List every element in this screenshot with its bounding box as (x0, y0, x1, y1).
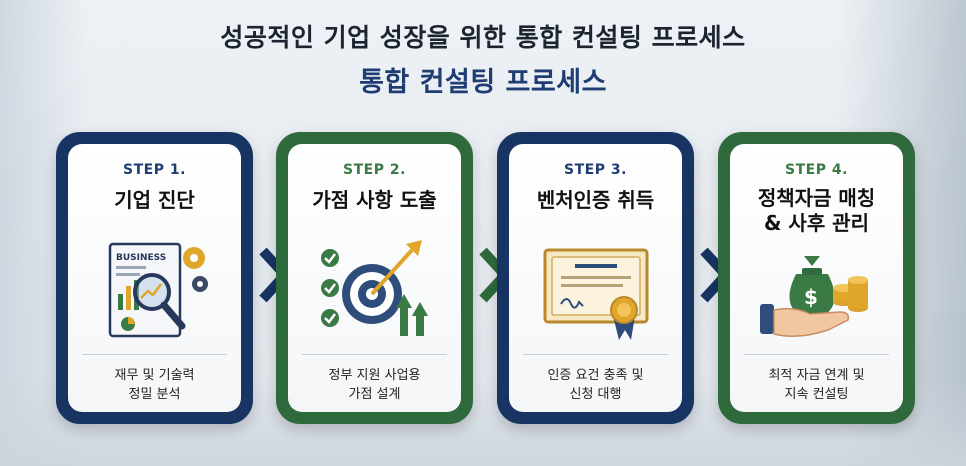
step-label: STEP 2. (343, 162, 406, 178)
step-card-2-body: STEP 2. 가점 사항 도출 정부 지원 사업용 가점 설계 (288, 144, 461, 412)
svg-text:$: $ (804, 285, 818, 309)
step-title: 기업 진단 (114, 188, 195, 212)
divider (523, 354, 668, 355)
step-description: 정부 지원 사업용 가점 설계 (328, 368, 421, 402)
step-label: STEP 3. (564, 162, 627, 178)
step-title: 가점 사항 도출 (312, 188, 437, 212)
target-growth-icon (321, 240, 428, 336)
svg-text:BUSINESS: BUSINESS (116, 253, 166, 263)
step-label: STEP 1. (123, 162, 186, 178)
step-card-3-body: STEP 3. 벤처인증 취득 인증 요건 충족 및 신청 대행 (509, 144, 682, 412)
step-description: 최적 자금 연계 및 지속 컨설팅 (768, 368, 865, 402)
header: 성공적인 기업 성장을 위한 통합 컨설팅 프로세스 통합 컨설팅 프로세스 (0, 18, 966, 99)
divider (744, 354, 889, 355)
step-label: STEP 4. (785, 162, 848, 178)
divider (82, 354, 227, 355)
step-card-2: STEP 2. 가점 사항 도출 정부 지원 사업용 가점 설계 (276, 132, 473, 424)
sub-title: 통합 컨설팅 프로세스 (359, 67, 607, 98)
money-bag-hand-icon: $ (760, 256, 868, 337)
step-card-4-body: STEP 4. 정책자금 매칭 & 사후 관리 $ 최적 자금 연계 및 지속 … (730, 144, 903, 412)
certificate-icon (543, 248, 649, 340)
step-description: 재무 및 기술력 정밀 분석 (114, 368, 195, 402)
divider (302, 354, 447, 355)
step-card-1: STEP 1. 기업 진단 BUSINESS 재무 및 기술력 정밀 분석 (56, 132, 253, 424)
step-title: 벤처인증 취득 (536, 188, 655, 212)
step-card-3: STEP 3. 벤처인증 취득 인증 요건 충족 및 신청 대행 (497, 132, 694, 424)
business-analysis-icon: BUSINESS (108, 242, 208, 338)
main-title: 성공적인 기업 성장을 위한 통합 컨설팅 프로세스 (220, 23, 746, 52)
step-card-1-body: STEP 1. 기업 진단 BUSINESS 재무 및 기술력 정밀 분석 (68, 144, 241, 412)
step-description: 인증 요건 충족 및 신청 대행 (547, 368, 644, 402)
step-card-4: STEP 4. 정책자금 매칭 & 사후 관리 $ 최적 자금 연계 및 지속 … (718, 132, 915, 424)
step-title: 정책자금 매칭 & 사후 관리 (757, 186, 876, 235)
